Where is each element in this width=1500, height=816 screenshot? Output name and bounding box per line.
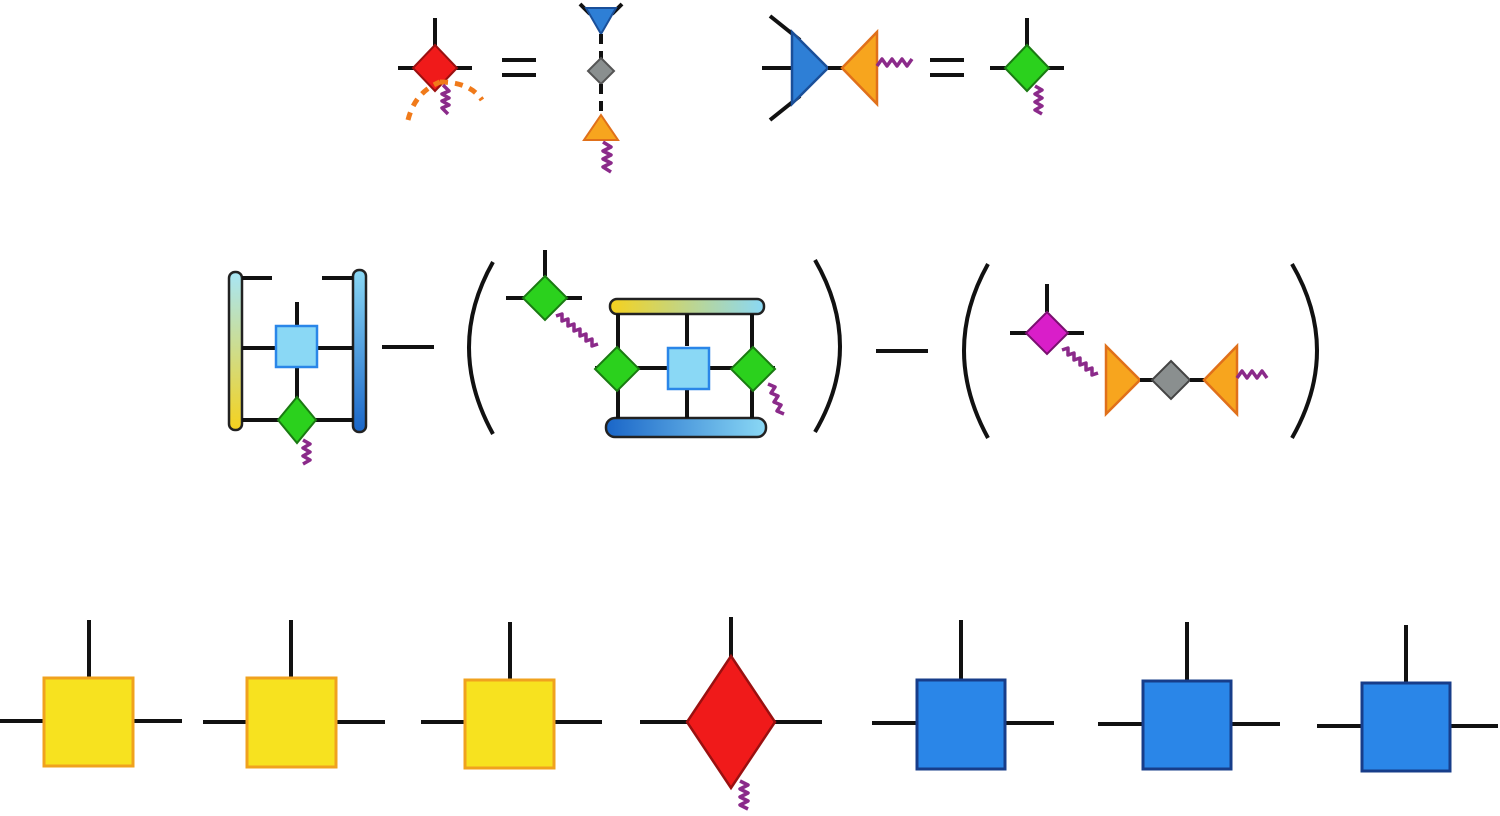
physical-leg-wiggle — [875, 57, 914, 68]
blue-square-shape — [915, 678, 1007, 771]
blue-triangle-shape — [584, 7, 618, 37]
yellow-square-tensor — [0, 620, 182, 768]
physical-leg-wiggle — [440, 83, 451, 116]
left-parenthesis — [962, 263, 990, 439]
physical-leg-wiggle — [767, 382, 785, 416]
right-parenthesis — [813, 259, 842, 434]
blue-square-tensor — [872, 620, 1054, 771]
yellow-square-tensor — [421, 622, 602, 770]
light-blue-square-shape — [274, 324, 319, 369]
gray-diamond-shape — [586, 56, 616, 86]
equals-sign — [502, 58, 536, 77]
physical-leg-wiggle — [301, 438, 312, 466]
physical-leg-wiggle — [738, 779, 750, 811]
green-diamond-shape — [276, 395, 318, 445]
green-diamond-shape — [521, 274, 569, 322]
red-diamond-tensor — [398, 18, 485, 121]
red-diamond-shape — [685, 653, 777, 791]
orange-triangle-shape — [840, 28, 879, 108]
triangle-pair — [762, 14, 914, 122]
equals-sign — [930, 58, 964, 77]
orange-triangle-shape — [1104, 342, 1142, 418]
physical-leg-wiggle — [555, 312, 599, 348]
bracketed-network — [506, 250, 785, 439]
yellow-square-shape — [245, 676, 338, 769]
top-row — [398, 2, 1064, 174]
bottom-bar — [604, 416, 768, 439]
middle-row — [227, 250, 1319, 466]
bottom-row — [0, 617, 1498, 811]
blue-square-shape — [1360, 681, 1452, 773]
left-parenthesis — [467, 261, 495, 435]
orange-triangle-shape — [1202, 342, 1239, 418]
red-diamond-tensor — [640, 617, 822, 811]
gray-diamond-shape — [1150, 359, 1192, 401]
green-diamond-shape — [1003, 43, 1051, 93]
orange-dotted-curve-left — [405, 79, 442, 121]
vertical-decomposition — [578, 2, 624, 174]
blue-square-shape — [1141, 679, 1233, 771]
blue-triangle-shape — [790, 28, 830, 108]
red-diamond-shape — [411, 43, 459, 93]
yellow-square-shape — [42, 676, 135, 768]
orange-triangle-shape — [582, 113, 620, 141]
orange-dotted-curve-right — [439, 79, 485, 102]
light-blue-square-shape — [666, 346, 711, 391]
left-bar — [227, 270, 244, 432]
blue-square-tensor — [1098, 622, 1280, 771]
ladder-network — [227, 268, 368, 466]
right-bar — [351, 268, 368, 434]
top-bar — [608, 297, 766, 316]
right-parenthesis — [1290, 262, 1319, 439]
physical-leg-wiggle — [1033, 84, 1044, 116]
blue-square-tensor — [1317, 625, 1498, 773]
physical-leg-wiggle — [1235, 369, 1269, 380]
physical-leg-wiggle — [1061, 346, 1099, 377]
yellow-square-shape — [463, 678, 556, 770]
green-diamond-tensor — [990, 18, 1064, 116]
physical-leg-wiggle — [601, 140, 613, 174]
bracketed-chain — [1010, 284, 1269, 418]
yellow-square-tensor — [203, 620, 385, 769]
green-diamond-shape — [593, 345, 641, 393]
green-diamond-shape — [729, 345, 777, 393]
magenta-diamond-shape — [1024, 310, 1070, 356]
